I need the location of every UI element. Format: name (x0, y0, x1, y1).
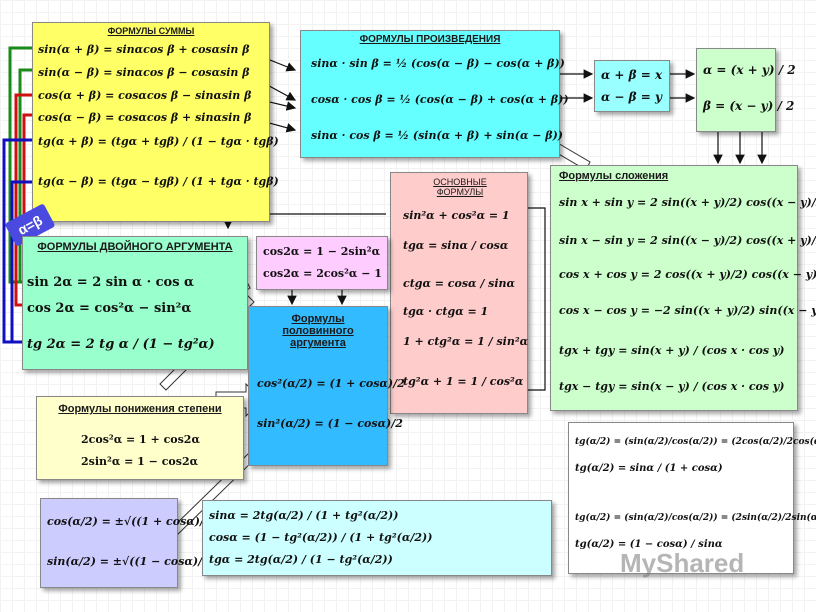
basic-formula: sin²α + cos²α = 1 (403, 209, 510, 222)
basic-formula: tgα = sinα / cosα (403, 239, 509, 252)
solved-box: α = (x + y) / 2 β = (x − y) / 2 (696, 48, 796, 132)
sum-formula: cos(α + β) = cosαcos β − sinαsin β (38, 89, 252, 102)
basic-formula: tgα · ctgα = 1 (403, 305, 489, 318)
substitution-box: α + β = x α − β = y (594, 60, 670, 112)
half-root-formula: sin(α/2) = ±√((1 − cosα)/2) (47, 555, 215, 568)
sum-formulas-box: ФОРМУЛЫ СУММЫ sin(α + β) = sinαcos β + c… (32, 22, 279, 222)
addition-formula: tgx + tgy = sin(x + y) / (cos x · cos y) (559, 344, 785, 357)
tg-half-formula: tg(α/2) = sinα / (1 + cosα) (575, 463, 723, 474)
tg-half-formula: tg(α/2) = (sin(α/2)/cos(α/2)) = (2sin(α/… (575, 513, 816, 523)
sum-formula: sin(α + β) = sinαcos β + cosαsin β (38, 43, 250, 56)
universal-formula: cosα = (1 − tg²(α/2)) / (1 + tg²(α/2)) (209, 531, 433, 544)
basic-formula: ctgα = cosα / sinα (403, 277, 516, 290)
basic-formulas-title: ОСНОВНЫЕ ФОРМУЛЫ (433, 177, 487, 197)
watermark-logo: MyShared (620, 548, 745, 578)
addition-formula: sin x − sin y = 2 sin((x − y)/2) cos((x … (559, 234, 816, 247)
tg-half-formula: tg(α/2) = (sin(α/2)/cos(α/2)) = (2cos(α/… (575, 437, 816, 447)
product-formula: cosα · cos β = ½ (cos(α − β) + cos(α + β… (311, 93, 569, 106)
reduce-formula: 2cos²α = 1 + cos2α (81, 433, 200, 446)
cos2-formula: cos2α = 2cos²α − 1 (263, 267, 382, 280)
addition-formula: tgx − tgy = sin(x − y) / (cos x · cos y) (559, 380, 785, 393)
half-root-formula: cos(α/2) = ±√((1 + cosα)/2) (47, 515, 217, 528)
addition-formula: cos x + cos y = 2 cos((x + y)/2) cos((x … (559, 268, 816, 281)
product-formulas-title: ФОРМУЛЫ ПРОИЗВЕДЕНИЯ (359, 34, 501, 45)
universal-formula: tgα = 2tg(α/2) / (1 − tg²(α/2)) (209, 553, 393, 566)
half-argument-box: Формулы половинного аргумента cos²(α/2) … (248, 306, 405, 466)
sum-formula: tg(α − β) = (tgα − tgβ) / (1 + tgα · tgβ… (38, 175, 279, 188)
half-root-box: cos(α/2) = ±√((1 + cosα)/2) sin(α/2) = ±… (40, 498, 217, 588)
addition-formulas-title: Формулы сложения (559, 170, 669, 182)
basic-formulas-box: ОСНОВНЫЕ ФОРМУЛЫ sin²α + cos²α = 1 tgα =… (390, 172, 528, 414)
sum-formula: sin(α − β) = sinαcos β − cosαsin β (38, 66, 250, 79)
half-argument-title: Формулы половинного аргумента (282, 313, 354, 349)
cos2-formula: cos2α = 1 − 2sin²α (263, 245, 381, 258)
sum-formulas-title: ФОРМУЛЫ СУММЫ (107, 26, 195, 36)
addition-formula: cos x − cos y = −2 sin((x + y)/2) sin((x… (559, 304, 816, 317)
double-argument-box: ФОРМУЛЫ ДВОЙНОГО АРГУМЕНТА sin 2α = 2 si… (22, 236, 248, 370)
universal-formula: sinα = 2tg(α/2) / (1 + tg²(α/2)) (209, 509, 399, 522)
addition-formulas-box: Формулы сложения sin x + sin y = 2 sin((… (550, 165, 816, 411)
double-argument-title: ФОРМУЛЫ ДВОЙНОГО АРГУМЕНТА (37, 241, 233, 253)
sum-formula: tg(α + β) = (tgα + tgβ) / (1 − tgα · tgβ… (38, 135, 279, 148)
reduce-formula: 2sin²α = 1 − cos2α (81, 455, 199, 468)
solved-formula: α = (x + y) / 2 (703, 63, 796, 77)
basic-formula: 1 + ctg²α = 1 / sin²α (403, 335, 529, 348)
double-formula: sin 2α = 2 sin α · cos α (27, 275, 195, 290)
addition-formula: sin x + sin y = 2 sin((x + y)/2) cos((x … (559, 196, 816, 209)
half-formula: sin²(α/2) = (1 − cosα)/2 (257, 417, 403, 430)
product-formulas-box: ФОРМУЛЫ ПРОИЗВЕДЕНИЯ sinα · sin β = ½ (c… (300, 30, 569, 158)
half-formula: cos²(α/2) = (1 + cosα)/2 (257, 377, 405, 390)
tg-half-box: tg(α/2) = (sin(α/2)/cos(α/2)) = (2cos(α/… (568, 422, 816, 574)
substitution-formula: α − β = y (601, 90, 662, 104)
reduce-degree-title: Формулы понижения степени (58, 403, 222, 415)
solved-formula: β = (x − y) / 2 (703, 99, 795, 113)
double-formula: cos 2α = cos²α − sin²α (27, 301, 192, 316)
tg-half-formula: tg(α/2) = (1 − cosα) / sinα (575, 539, 723, 550)
reduce-degree-box: Формулы понижения степени 2cos²α = 1 + c… (36, 396, 244, 480)
product-formula: sinα · cos β = ½ (sin(α + β) + sin(α − β… (311, 129, 563, 142)
universal-substitution-box: sinα = 2tg(α/2) / (1 + tg²(α/2)) cosα = … (202, 500, 552, 576)
cos2-box: cos2α = 1 − 2sin²α cos2α = 2cos²α − 1 (256, 236, 388, 290)
substitution-formula: α + β = x (601, 68, 663, 82)
double-formula: tg 2α = 2 tg α / (1 − tg²α) (27, 337, 215, 352)
basic-formula: tg²α + 1 = 1 / cos²α (403, 375, 524, 388)
sum-formula: cos(α − β) = cosαcos β + sinαsin β (38, 111, 252, 124)
product-formula: sinα · sin β = ½ (cos(α − β) − cos(α + β… (311, 57, 565, 70)
